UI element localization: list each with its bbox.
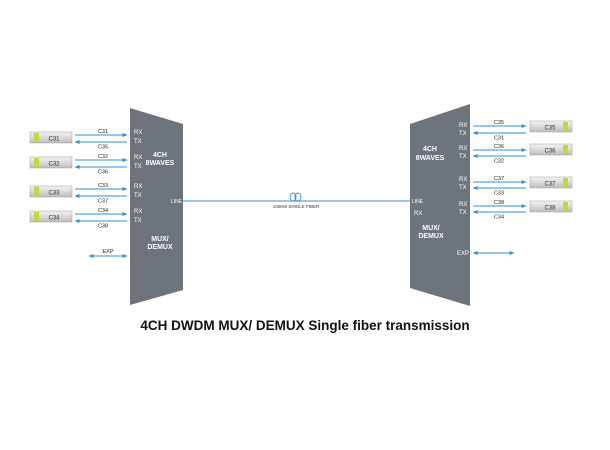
left-module-4: C34 bbox=[29, 210, 73, 223]
right-ch4-rx-label: C34 bbox=[494, 215, 504, 221]
right-extra-rx-label: RX bbox=[414, 211, 422, 217]
left-port-rx-2: RX bbox=[134, 155, 142, 161]
left-ch3-tx-label: C33 bbox=[98, 183, 108, 189]
left-module-3: C33 bbox=[29, 185, 73, 198]
right-module-2: C36 bbox=[529, 143, 573, 156]
right-ch1-rx-label: C31 bbox=[494, 136, 504, 142]
right-module-4-label: C38 bbox=[544, 206, 556, 212]
right-port-rx-3: RX bbox=[459, 177, 467, 183]
left-exp-label: EXP bbox=[102, 249, 113, 255]
left-module-1: C31 bbox=[29, 131, 73, 144]
fiber-spool-icon bbox=[289, 192, 302, 202]
left-port-rx-1: RX bbox=[134, 130, 142, 136]
right-unit-title-line1: 4CH bbox=[423, 146, 437, 153]
right-module-1-label: C35 bbox=[544, 126, 556, 132]
right-port-tx-4: TX bbox=[459, 210, 467, 216]
right-module-4: C38 bbox=[529, 200, 573, 213]
right-ch4-tx-label: C38 bbox=[494, 200, 504, 206]
right-module-3: C37 bbox=[529, 176, 573, 189]
left-unit-title-line2: 8WAVES bbox=[146, 160, 175, 167]
left-mux-demux-unit bbox=[130, 108, 183, 305]
right-line-port-label: LINE bbox=[412, 199, 424, 205]
left-ch1-tx-label: C31 bbox=[98, 129, 108, 135]
left-ch3-rx-label: C37 bbox=[98, 199, 108, 205]
right-ch3-rx-label: C33 bbox=[494, 191, 504, 197]
left-ch2-tx-label: C32 bbox=[98, 154, 108, 160]
right-port-tx-2: TX bbox=[459, 154, 467, 160]
right-port-rx-2: RX bbox=[459, 146, 467, 152]
right-exp-port-label: EXP bbox=[457, 251, 469, 257]
left-module-1-label: C31 bbox=[48, 137, 60, 143]
left-ch4-rx-label: C38 bbox=[98, 224, 108, 230]
fiber-label: 100KM SINGLE FIBER bbox=[273, 204, 320, 209]
right-ch1-tx-label: C35 bbox=[494, 120, 504, 126]
right-unit-name-line2: DEMUX bbox=[418, 233, 444, 240]
right-port-tx-3: TX bbox=[459, 185, 467, 191]
right-module-3-label: C37 bbox=[544, 182, 556, 188]
left-module-2: C32 bbox=[29, 156, 73, 169]
left-ch2-rx-label: C36 bbox=[98, 170, 108, 176]
right-mux-demux-unit bbox=[410, 104, 470, 306]
diagram-caption: 4CH DWDM MUX/ DEMUX Single fiber transmi… bbox=[140, 318, 470, 333]
left-line-port-label: LINE bbox=[171, 199, 183, 205]
left-ch4-tx-label: C34 bbox=[98, 208, 108, 214]
left-unit-title-line1: 4CH bbox=[153, 152, 167, 159]
right-ch2-rx-label: C32 bbox=[494, 159, 504, 165]
right-ch3-tx-label: C37 bbox=[494, 176, 504, 182]
left-port-rx-4: RX bbox=[134, 209, 142, 215]
left-unit-name-line1: MUX/ bbox=[151, 236, 169, 243]
right-unit-name-line1: MUX/ bbox=[422, 225, 440, 232]
left-port-rx-3: RX bbox=[134, 184, 142, 190]
right-module-2-label: C36 bbox=[544, 149, 556, 155]
right-module-1: C35 bbox=[529, 120, 573, 133]
left-ch1-rx-label: C35 bbox=[98, 145, 108, 151]
left-port-tx-3: TX bbox=[134, 193, 142, 199]
left-port-tx-1: TX bbox=[134, 139, 142, 145]
left-port-tx-2: TX bbox=[134, 164, 142, 170]
right-port-tx-1: TX bbox=[459, 131, 467, 137]
left-module-3-label: C33 bbox=[48, 191, 60, 197]
left-port-tx-4: TX bbox=[134, 218, 142, 224]
left-module-4-label: C34 bbox=[48, 216, 60, 222]
right-port-rx-4: RX bbox=[459, 202, 467, 208]
left-module-2-label: C32 bbox=[48, 162, 60, 168]
right-ch2-tx-label: C36 bbox=[494, 144, 504, 150]
right-port-rx-1: RX bbox=[459, 123, 467, 129]
right-unit-title-line2: 8WAVES bbox=[416, 155, 445, 162]
left-unit-name-line2: DEMUX bbox=[147, 244, 173, 251]
